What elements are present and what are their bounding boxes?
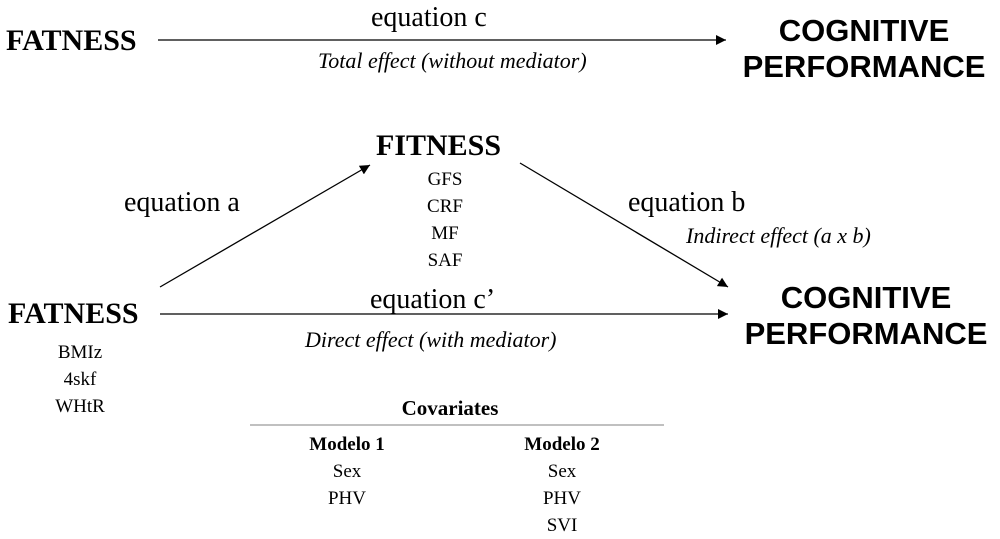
top-cognitive-line1: COGNITIVE <box>778 13 950 48</box>
model2-item: Sex <box>547 461 577 482</box>
model1-name: Modelo 1 <box>309 434 385 455</box>
fatness-items: BMIz 4skf WHtR <box>40 339 120 420</box>
model2-name: Modelo 2 <box>524 434 600 455</box>
arrow-equation-a <box>159 164 371 288</box>
arrow-equation-b <box>519 162 729 288</box>
top-cognitive-line2: PERFORMANCE <box>742 49 986 84</box>
top-fatness-node: FATNESS <box>6 24 137 57</box>
top-cognitive-node: COGNITIVE PERFORMANCE <box>738 13 990 85</box>
total-effect-label: Total effect (without mediator) <box>318 48 587 73</box>
model2-item: SVI <box>546 515 578 536</box>
model1-item: PHV <box>327 488 366 509</box>
indirect-effect-label: Indirect effect (a x b) <box>686 223 871 248</box>
covariates-title: Covariates <box>401 396 499 420</box>
equation-b-label: equation b <box>628 187 746 218</box>
model1-item: Sex <box>332 461 362 482</box>
fitness-item: MF <box>431 223 459 244</box>
direct-effect-label: Direct effect (with mediator) <box>305 327 557 352</box>
bottom-cognitive-node: COGNITIVE PERFORMANCE <box>735 280 997 352</box>
equation-c-prime-label: equation c’ <box>370 284 496 315</box>
fatness-item: BMIz <box>57 342 103 363</box>
fatness-item: 4skf <box>63 369 97 390</box>
model2-item: PHV <box>542 488 581 509</box>
bottom-fatness-node: FATNESS <box>8 297 139 330</box>
bottom-cognitive-line1: COGNITIVE <box>780 280 952 315</box>
equation-c-label: equation c <box>371 2 487 33</box>
fatness-item: WHtR <box>55 396 105 417</box>
covariates-model1: Modelo 1 Sex PHV <box>287 431 407 512</box>
fitness-node: FITNESS <box>376 129 502 162</box>
fitness-item: SAF <box>427 250 463 271</box>
fitness-items: GFS CRF MF SAF <box>412 166 478 274</box>
fitness-item: CRF <box>427 196 463 217</box>
fitness-item: GFS <box>427 169 463 190</box>
bottom-cognitive-line2: PERFORMANCE <box>744 316 988 351</box>
covariates-model2: Modelo 2 Sex PHV SVI <box>502 431 622 539</box>
equation-a-label: equation a <box>124 187 240 218</box>
